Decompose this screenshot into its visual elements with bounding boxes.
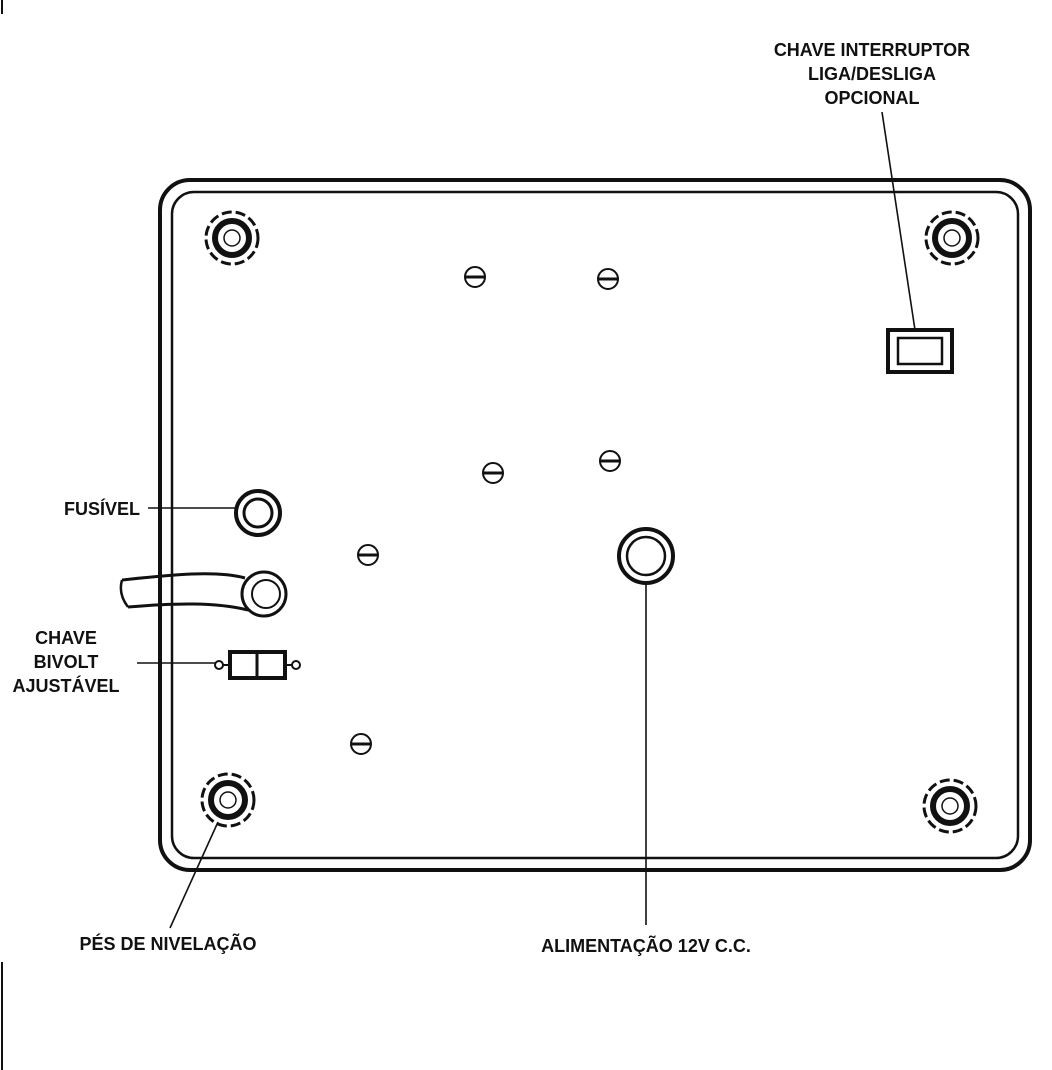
label-leveling-feet: PÉS DE NIVELAÇÃO <box>79 933 256 954</box>
label-switch-line3: OPCIONAL <box>824 88 919 108</box>
bivolt-switch <box>214 650 301 680</box>
label-fuse: FUSÍVEL <box>64 498 140 519</box>
leveling-foot-top-left <box>204 210 260 266</box>
label-bivolt-line3: AJUSTÁVEL <box>12 675 119 696</box>
leveling-foot-bottom-left <box>200 772 256 828</box>
leader-line-switch <box>881 111 916 331</box>
label-bivolt-line1: CHAVE <box>35 628 97 648</box>
screw-2 <box>597 268 619 290</box>
fuse-holder <box>234 489 282 537</box>
leveling-foot-bottom-right <box>922 778 978 834</box>
device-body-inner-edge <box>170 190 1020 860</box>
screw-4 <box>599 450 621 472</box>
label-switch-line1: CHAVE INTERRUPTOR <box>774 40 970 60</box>
label-power-input: ALIMENTAÇÃO 12V C.C. <box>541 935 751 956</box>
on-off-switch <box>886 328 954 374</box>
device-body-outer-edge <box>158 178 1032 872</box>
screw-6 <box>350 733 372 755</box>
label-bivolt-line2: BIVOLT <box>34 652 99 672</box>
power-cable <box>119 570 288 618</box>
screw-5 <box>357 544 379 566</box>
dc-power-connector <box>617 527 675 585</box>
screw-3 <box>482 462 504 484</box>
label-switch-line2: LIGA/DESLIGA <box>808 64 936 84</box>
screw-1 <box>464 266 486 288</box>
leveling-foot-top-right <box>924 210 980 266</box>
leader-line-feet <box>169 821 219 929</box>
